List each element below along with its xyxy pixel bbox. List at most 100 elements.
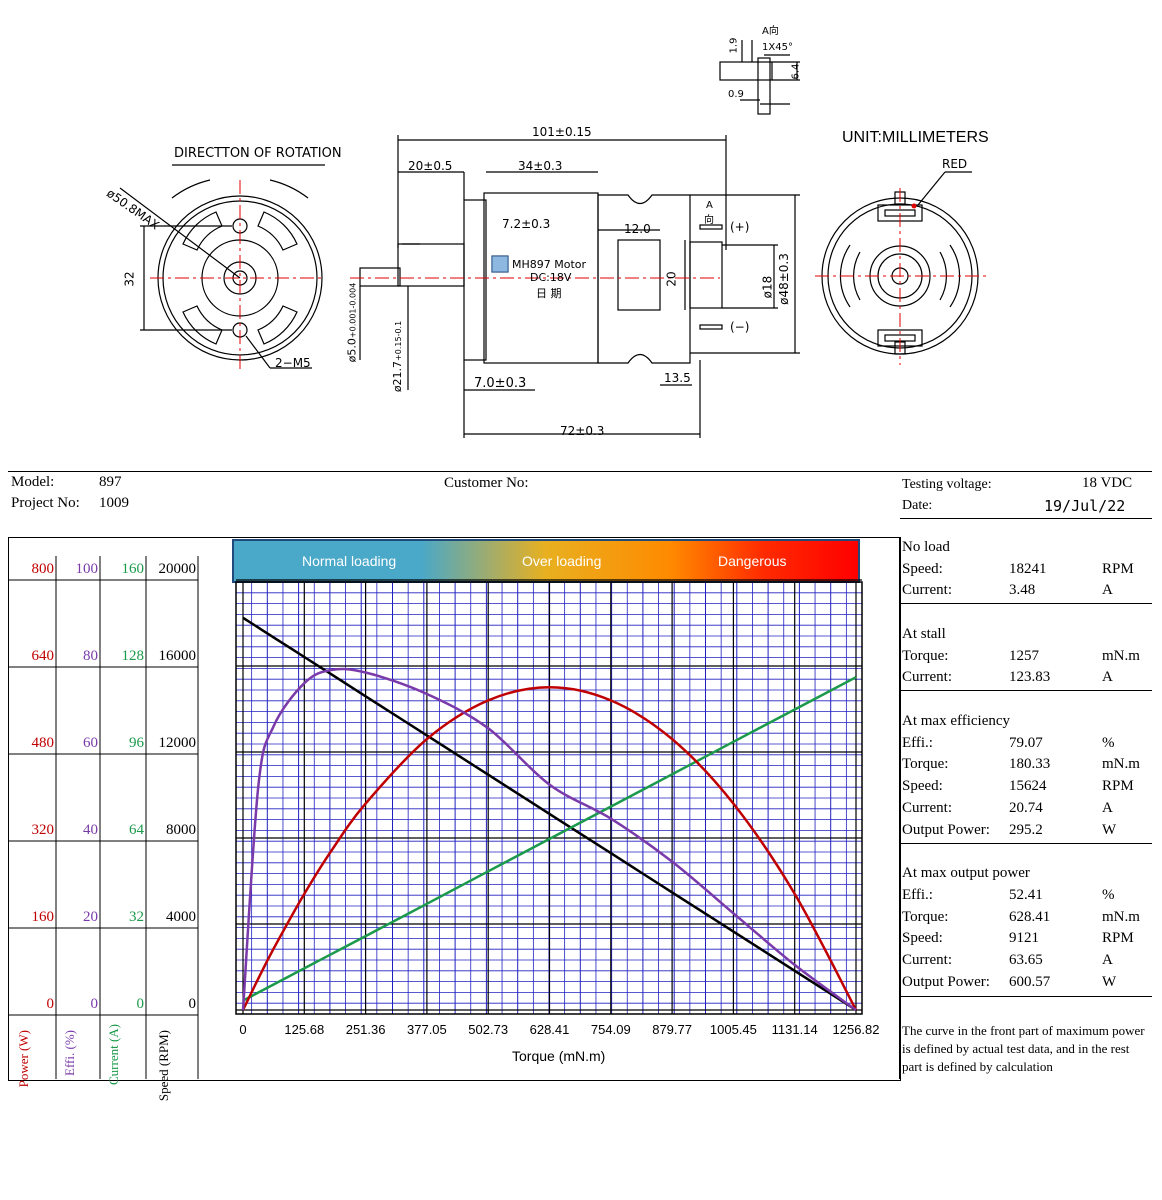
speed-tick: 20000 — [158, 561, 197, 577]
current-tick: 128 — [121, 648, 145, 664]
max-efficiency-speed-unit: RPM — [1102, 778, 1134, 794]
no-load-speed-value: 18241 — [1009, 561, 1047, 577]
max-power-torque-value: 628.41 — [1009, 909, 1051, 925]
detail-title: A向 — [762, 26, 779, 37]
speed-tick: 0 — [188, 996, 197, 1012]
current-tick: 160 — [121, 561, 145, 577]
speed-axis-label: Speed (RPM) — [156, 1030, 171, 1102]
stall-underline — [900, 690, 1152, 691]
max-efficiency-underline — [900, 843, 1152, 844]
current-tick: 32 — [129, 909, 144, 925]
stall-torque-value: 1257 — [1009, 648, 1039, 664]
date-label: Date: — [902, 498, 933, 513]
no-load-current-unit: A — [1102, 582, 1113, 598]
front-view — [119, 164, 325, 369]
max-power-current-unit: A — [1102, 952, 1113, 968]
rotation-title: DIRECTTON OF ROTATION — [174, 146, 342, 161]
max-power-speed-label: Speed: — [902, 930, 943, 946]
efficiency-tick: 20 — [83, 909, 98, 925]
body-length-label: 72±0.3 — [560, 424, 605, 438]
screw-label: 2−M5 — [275, 356, 311, 370]
max-power-power-label: Output Power: — [902, 974, 990, 990]
motor-label-line1: MH897 Motor — [512, 258, 587, 271]
stall-torque-unit: mN.m — [1102, 648, 1140, 664]
efficiency-tick: 60 — [83, 735, 98, 751]
inner-diameter-label: ø18 — [760, 275, 775, 299]
technical-drawing — [119, 40, 990, 438]
max-power-effi-unit: % — [1102, 887, 1115, 903]
max-power-effi-label: Effi.: — [902, 887, 933, 903]
speed-tick: 8000 — [166, 822, 196, 838]
red-wire-label: RED — [942, 157, 968, 171]
speed-tick: 4000 — [166, 909, 196, 925]
max-efficiency-current-unit: A — [1102, 800, 1113, 816]
slot-width-label: 12.0 — [624, 222, 651, 236]
unit-title: UNIT:MILLIMETERS — [842, 129, 989, 146]
dangerous-label: Dangerous — [718, 553, 787, 569]
no-load-speed-label: Speed: — [902, 561, 943, 577]
efficiency-tick: 80 — [83, 648, 98, 664]
efficiency-tick: 40 — [83, 822, 98, 838]
speed-tick: 12000 — [158, 735, 197, 751]
direction-arrow-label: 向 — [704, 215, 714, 226]
x-tick-label: 1005.45 — [709, 1022, 757, 1037]
x-axis-label: Torque (mN.m) — [512, 1048, 606, 1064]
date-value: 19/Jul/22 — [1044, 497, 1126, 515]
shaft-diameter-label: ø5.0+0.001-0.004 — [345, 282, 359, 363]
curve-note: The curve in the front part of maximum p… — [902, 1023, 1145, 1074]
max-efficiency-power-value: 295.2 — [1009, 822, 1043, 838]
stats-divider — [899, 537, 900, 1079]
max-power-effi-value: 52.41 — [1009, 887, 1043, 903]
x-tick-label: 0 — [239, 1022, 247, 1037]
x-tick-label: 125.68 — [284, 1022, 325, 1037]
endcap-length-label: 13.5 — [664, 371, 691, 385]
stall-title: At stall — [902, 626, 946, 642]
max-efficiency-speed-value: 15624 — [1009, 778, 1047, 794]
motor-label-line2: DC:18V — [530, 271, 572, 284]
efficiency-axis-label: Effi. (%) — [62, 1030, 77, 1076]
step-length-label: 7.0±0.3 — [474, 376, 527, 391]
power-axis-label: Power (W) — [16, 1030, 31, 1088]
x-tick-label: 1256.82 — [832, 1022, 880, 1037]
max-efficiency-title: At max efficiency — [902, 713, 1011, 729]
speed-tick: 16000 — [158, 648, 197, 664]
chart-frame — [8, 537, 901, 1081]
voltage-label: Testing voltage: — [902, 477, 992, 492]
model-value: 897 — [99, 474, 122, 490]
model-label: Model: — [11, 474, 55, 490]
no-load-title: No load — [902, 539, 950, 555]
detail-height-label: 1.9 — [728, 37, 740, 54]
max-efficiency-power-label: Output Power: — [902, 822, 990, 838]
stall-current-unit: A — [1102, 669, 1113, 685]
stall-current-value: 123.83 — [1009, 669, 1051, 685]
max-power-underline — [900, 996, 1152, 997]
boss-diameter-label: ø21.7+0.15-0.1 — [391, 320, 405, 393]
project-label: Project No: — [11, 495, 80, 511]
power-tick: 320 — [31, 822, 55, 838]
max-power-title: At max output power — [902, 865, 1030, 881]
over-loading-label: Over loading — [522, 553, 602, 569]
max-power-current-label: Current: — [902, 952, 952, 968]
max-efficiency-current-value: 20.74 — [1009, 800, 1043, 816]
x-tick-label: 251.36 — [345, 1022, 386, 1037]
efficiency-tick: 100 — [75, 561, 99, 577]
detail-depth-label: 0.9 — [728, 89, 744, 100]
detail-chamfer-label: 1X45° — [762, 42, 793, 53]
current-tick: 0 — [136, 996, 145, 1012]
no-load-current-label: Current: — [902, 582, 952, 598]
max-power-torque-label: Torque: — [902, 909, 949, 925]
project-value: 1009 — [99, 495, 129, 511]
date-underline — [900, 518, 1152, 519]
x-tick-label: 377.05 — [407, 1022, 447, 1037]
no-load-current-value: 3.48 — [1009, 582, 1036, 598]
max-efficiency-effi-label: Effi.: — [902, 735, 933, 751]
side-view — [359, 135, 800, 438]
label-width-label: 34±0.3 — [518, 159, 563, 173]
max-efficiency-effi-unit: % — [1102, 735, 1115, 751]
terminal-negative-label: (−) — [730, 320, 750, 334]
max-efficiency-torque-unit: mN.m — [1102, 756, 1140, 772]
current-tick: 96 — [129, 735, 144, 751]
can-offset-label: 7.2±0.3 — [502, 217, 551, 231]
shaft-length-label: 20±0.5 — [408, 159, 453, 173]
no-load-underline — [900, 603, 1152, 604]
